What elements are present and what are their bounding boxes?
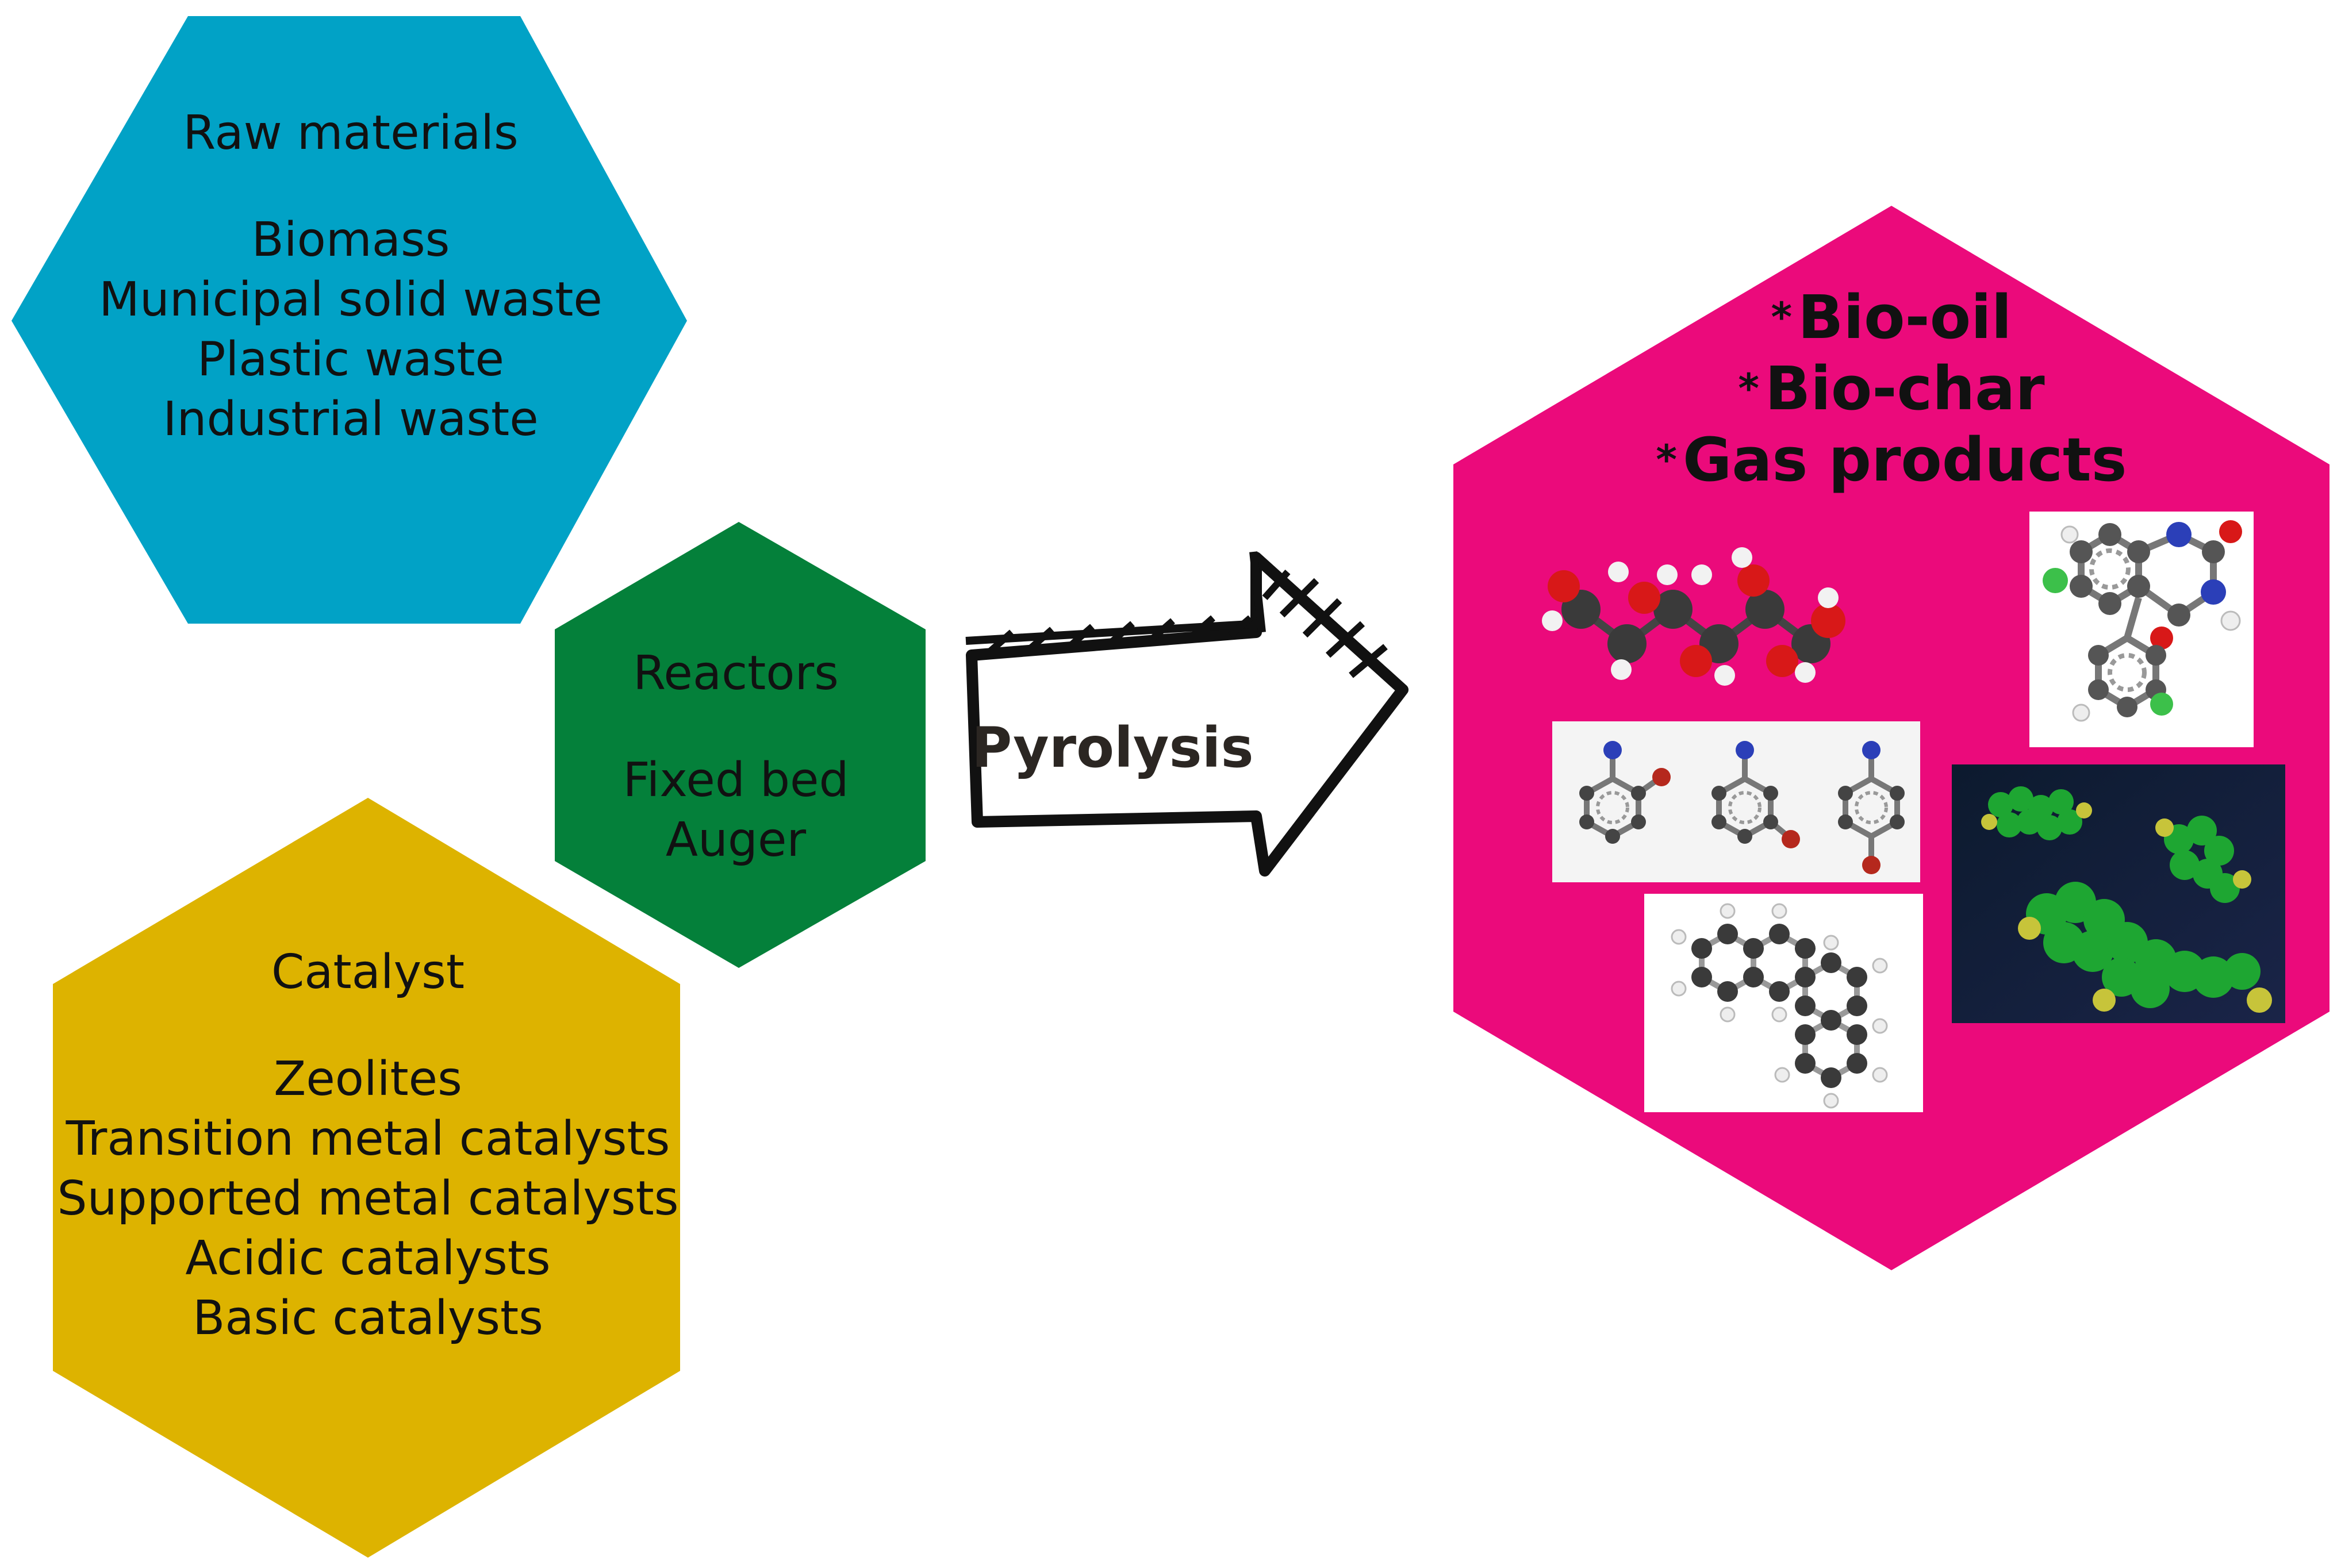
raw-material-item: Industrial waste bbox=[163, 392, 539, 447]
molecule-image-bicyclic bbox=[2029, 512, 2254, 747]
product-label: Bio-oil bbox=[1798, 282, 2012, 352]
molecule-image-aniline-rings bbox=[1552, 721, 1920, 882]
products-list: *Bio-oil *Bio-char *Gas products bbox=[1523, 282, 2259, 495]
catalyst-box: Catalyst Zeolites Transition metal catal… bbox=[23, 943, 713, 1348]
catalyst-item: Zeolites bbox=[274, 1052, 462, 1106]
bullet-star-icon: * bbox=[1656, 436, 1677, 483]
product-item: *Bio-char bbox=[1523, 353, 2259, 424]
molecule-image-polycyclic bbox=[1644, 894, 1923, 1112]
bullet-star-icon: * bbox=[1738, 365, 1759, 412]
raw-materials-hexagon bbox=[11, 16, 687, 624]
catalyst-item: Acidic catalysts bbox=[185, 1231, 551, 1286]
product-label: Bio-char bbox=[1764, 353, 2045, 424]
molecule-image-chain bbox=[1542, 547, 1845, 686]
product-label: Gas products bbox=[1683, 425, 2127, 495]
catalyst-title: Catalyst bbox=[271, 945, 465, 1000]
pyrolysis-arrow bbox=[965, 551, 1409, 877]
reactors-box: Reactors Fixed bed Auger bbox=[552, 644, 920, 870]
catalyst-item: Transition metal catalysts bbox=[66, 1112, 670, 1166]
reactors-title: Reactors bbox=[633, 646, 839, 701]
molecule-image-space-filling bbox=[1952, 764, 2285, 1023]
product-item: *Gas products bbox=[1523, 424, 2259, 495]
bullet-star-icon: * bbox=[1771, 294, 1793, 341]
catalyst-item: Basic catalysts bbox=[193, 1291, 543, 1346]
reactors-hexagon bbox=[555, 522, 926, 968]
raw-material-item: Municipal solid waste bbox=[99, 272, 602, 327]
raw-materials-title: Raw materials bbox=[183, 106, 519, 160]
reactor-item: Auger bbox=[665, 813, 807, 867]
catalyst-item: Supported metal catalysts bbox=[57, 1171, 679, 1226]
raw-material-item: Biomass bbox=[251, 213, 450, 267]
reactor-item: Fixed bed bbox=[623, 753, 849, 808]
product-item: *Bio-oil bbox=[1523, 282, 2259, 353]
catalyst-hexagon bbox=[53, 798, 680, 1558]
raw-materials-box: Raw materials Biomass Municipal solid wa… bbox=[11, 103, 690, 449]
pyrolysis-label: Pyrolysis bbox=[972, 716, 1254, 780]
raw-material-item: Plastic waste bbox=[197, 332, 504, 387]
